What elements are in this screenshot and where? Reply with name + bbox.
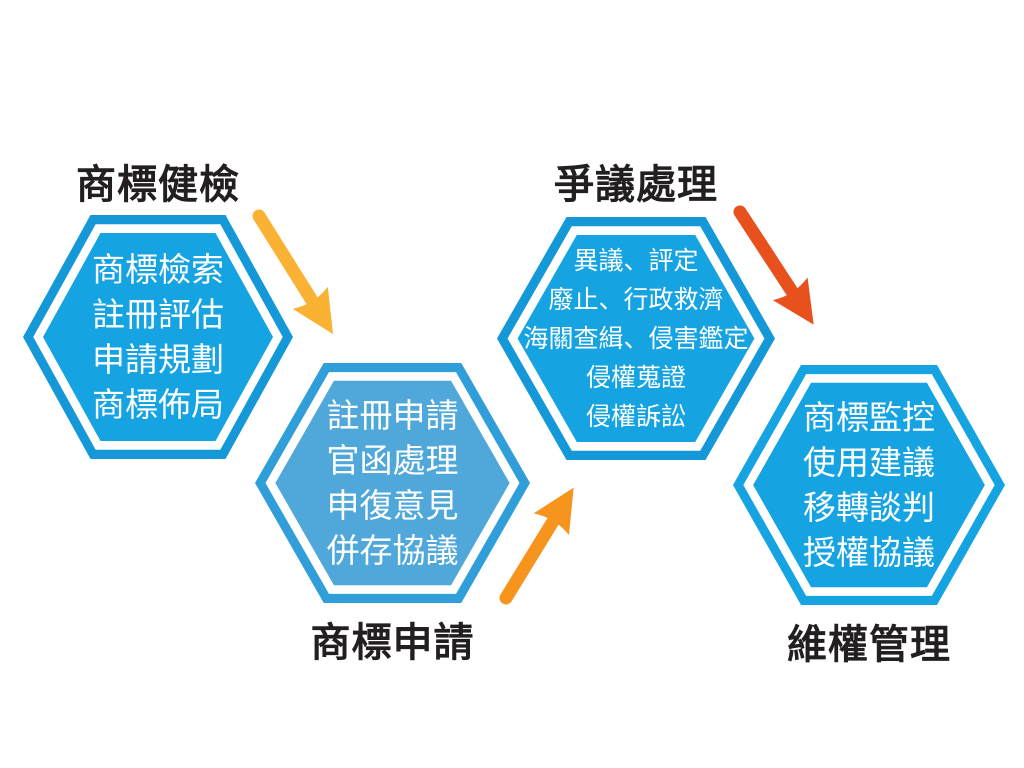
list-item: 申請規劃 [92,340,224,379]
list-item: 授權協議 [803,533,935,572]
hexagon-node-health-check: 商標檢索 註冊評估 申請規劃 商標佈局 [23,215,293,459]
list-item: 移轉談判 [803,488,935,527]
list-item: 異議、評定 [573,246,699,275]
hexagon-item-list: 異議、評定 廢止、行政救濟 海關查緝、侵害鑑定 侵權蒐證 侵權訴訟 [497,217,775,460]
list-item: 商標佈局 [92,385,224,424]
node-title-health-check: 商標健檢 [76,162,240,208]
list-item: 廢止、行政救濟 [548,285,724,314]
hexagon-node-rights-management: 商標監控 使用建議 移轉談判 授權協議 [733,365,1005,605]
list-item: 商標監控 [803,398,935,437]
hexagon-item-list: 商標檢索 註冊評估 申請規劃 商標佈局 [23,215,293,459]
list-item: 侵權蒐證 [585,363,686,392]
hexagon-shape [733,365,1005,605]
list-item: 註冊申請 [326,396,459,435]
hexagon-shape [497,217,775,460]
hexagon-node-dispute: 異議、評定 廢止、行政救濟 海關查緝、侵害鑑定 侵權蒐證 侵權訴訟 [497,217,775,460]
list-item: 官函處理 [326,441,459,480]
list-item: 註冊評估 [92,295,224,334]
list-item: 併存協議 [326,531,459,570]
node-title-dispute: 爭議處理 [554,162,718,208]
hexagon-item-list: 註冊申請 官函處理 申復意見 併存協議 [255,363,530,603]
list-item: 侵權訴訟 [585,402,686,431]
list-item: 申復意見 [326,486,459,525]
hexagon-shape [23,215,293,459]
list-item: 使用建議 [803,443,935,482]
hexagon-node-application: 註冊申請 官函處理 申復意見 併存協議 [255,363,530,603]
hexagon-shape [255,363,530,603]
node-title-rights-management: 維權管理 [787,622,951,668]
list-item: 海關查緝、侵害鑑定 [523,324,749,353]
list-item: 商標檢索 [92,250,224,289]
node-title-application: 商標申請 [310,620,475,666]
hexagon-item-list: 商標監控 使用建議 移轉談判 授權協議 [733,365,1005,605]
